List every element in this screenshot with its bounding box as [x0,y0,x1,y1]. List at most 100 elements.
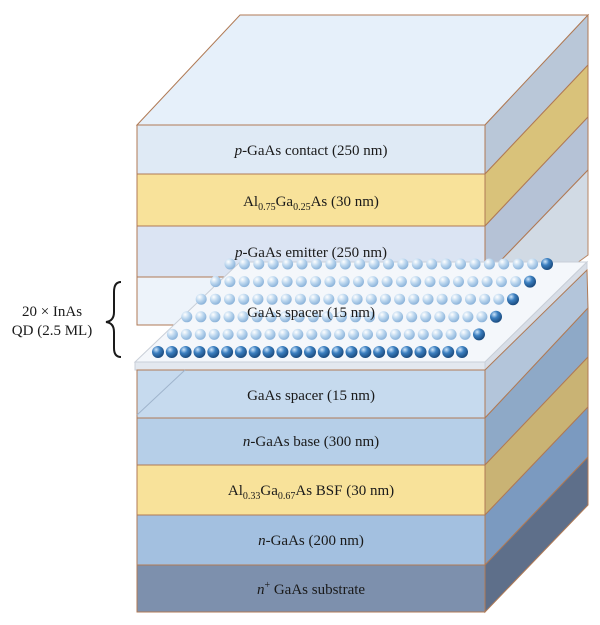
quantum-dot [250,328,262,340]
qd-dots-front [152,258,553,358]
quantum-dot [209,311,221,323]
quantum-dot [408,293,420,305]
quantum-dot [473,328,485,341]
quantum-dot [223,311,235,323]
quantum-dot [364,311,375,323]
quantum-dot [339,258,351,270]
quantum-dot [253,276,264,288]
quantum-dot [395,276,407,288]
label-substrate: n+ GaAs substrate [257,580,365,598]
quantum-dot [424,276,436,288]
quantum-dot [490,310,502,323]
spacer-bottom-diagonal [136,369,186,416]
quantum-dot [354,258,366,270]
quantum-dot [252,293,264,305]
quantum-dot [251,311,263,323]
quantum-dot [210,276,222,288]
qd-dots-back [166,258,539,340]
quantum-dot [276,346,289,358]
quantum-dot [368,258,380,270]
quantum-dot [304,346,316,358]
quantum-dot [420,311,432,323]
quantum-dot [362,328,373,340]
quantum-dot [237,311,249,323]
quantum-dot [367,276,379,288]
quantum-dot [450,293,462,305]
quantum-dot [253,258,265,270]
quantum-dot [224,258,236,270]
quantum-dot [414,346,427,358]
quantum-dot [152,346,164,358]
quantum-dot [238,293,250,305]
quantum-dot [296,258,308,270]
quantum-dot [434,311,446,323]
quantum-dot [264,328,276,340]
quantum-dot [527,258,539,270]
quantum-dot [222,328,234,340]
label-alga-bsf: Al0.33Ga0.67As BSF (30 nm) [228,483,394,502]
quantum-dot [353,276,364,288]
label-alga-window: Al0.75Ga0.25As (30 nm) [243,194,379,213]
quantum-dot [179,346,192,358]
quantum-dot [310,276,322,288]
quantum-dot [348,328,360,340]
quantum-dot [397,258,409,270]
quantum-dot [467,276,479,288]
quantum-dot [290,346,303,358]
quantum-dot [331,346,344,358]
quantum-dot [431,328,443,340]
quantum-dot [248,346,261,358]
quantum-dot [422,293,434,305]
quantum-dot [195,311,207,323]
quantum-dot [445,328,457,340]
quantum-dot [383,258,394,270]
label-n-gaas: n-GaAs (200 nm) [258,533,364,549]
quantum-dot [359,346,372,358]
quantum-dot [512,258,524,270]
quantum-dot [166,328,178,340]
quantum-dot [306,328,318,340]
quantum-dot [208,328,220,340]
quantum-dot [510,276,522,288]
quantum-dot [389,328,401,340]
quantum-dot [265,311,277,323]
quantum-dot [281,276,293,288]
quantum-dot [410,276,422,288]
quantum-dot [195,293,207,305]
quantum-dot [207,346,220,358]
quantum-dot [337,293,349,305]
quantum-dot [462,311,474,323]
quantum-dot [335,311,347,323]
layer-alga-bsf [136,464,486,516]
quantum-dot [317,346,330,358]
qd-plane [133,258,589,372]
quantum-dot [379,293,391,305]
quantum-dot [524,275,536,288]
wetting-layer-edge [134,361,486,371]
quantum-dot [440,258,452,270]
quantum-dot [406,311,418,323]
quantum-dot [541,258,553,270]
quantum-dot [267,258,279,270]
quantum-dot [309,293,321,305]
quantum-dot [262,346,275,358]
quantum-dot [266,293,278,305]
quantum-dot [320,328,332,340]
quantum-dot [426,258,438,270]
quantum-dot [280,293,292,305]
lower-block [136,268,589,614]
quantum-dot [292,328,304,340]
qd-label-line1: 20 × InAs [22,304,82,320]
quantum-dot [459,328,471,340]
quantum-dot [293,311,305,323]
quantum-dot [417,328,429,340]
quantum-dot [236,328,248,340]
quantum-dot [180,328,192,340]
quantum-dot [411,258,423,270]
quantum-dot [321,311,333,323]
qd-annotation: 20 × InAs QD (2.5 ML) [12,281,122,358]
quantum-dot [234,346,247,358]
layer-labels: p-GaAs contact (250 nm) Al0.75Ga0.25As (… [228,143,394,598]
label-spacer-top: GaAs spacer (15 nm) [247,305,375,321]
